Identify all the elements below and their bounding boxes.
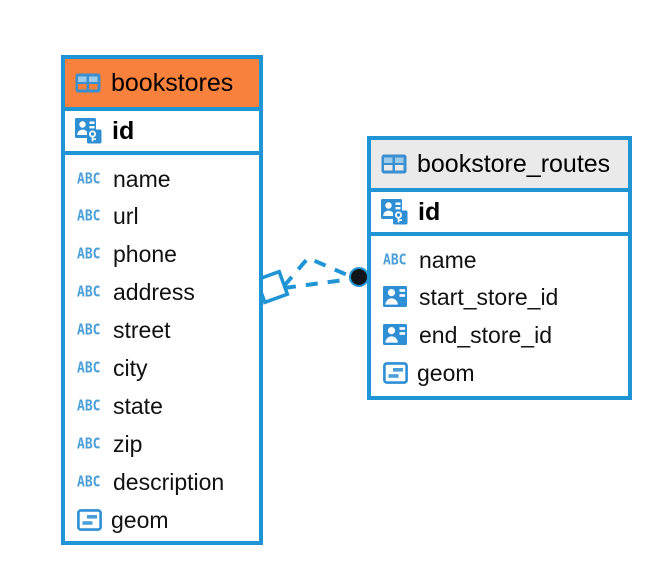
attribute-row-address[interactable]: ABC address bbox=[65, 273, 259, 311]
attribute-label-street: street bbox=[113, 316, 171, 343]
entity-title-bookstores: bookstores bbox=[111, 68, 234, 97]
abc-icon: ABC bbox=[77, 473, 101, 491]
attribute-row-name[interactable]: ABC name bbox=[371, 240, 628, 278]
attribute-label-city: city bbox=[113, 354, 148, 381]
abc-icon: ABC bbox=[77, 321, 101, 339]
filled-circle-marker bbox=[349, 267, 369, 287]
foreign-key-icon bbox=[383, 286, 407, 307]
attribute-list-bookstore-routes: ABC name start_store_id bbox=[371, 236, 628, 397]
attribute-label-geom: geom bbox=[111, 506, 169, 533]
abc-icon: ABC bbox=[77, 283, 101, 301]
abc-icon: ABC bbox=[77, 359, 101, 377]
table-icon bbox=[75, 73, 101, 93]
abc-icon: ABC bbox=[77, 170, 101, 188]
attribute-label-end-store-id: end_store_id bbox=[419, 321, 552, 348]
attribute-row-city[interactable]: ABC city bbox=[65, 349, 259, 387]
attribute-label-start-store-id: start_store_id bbox=[419, 283, 559, 310]
attribute-label-phone: phone bbox=[113, 240, 177, 267]
attribute-list-bookstores: ABC name ABC url ABC phone ABC address A… bbox=[65, 155, 259, 544]
abc-icon: ABC bbox=[77, 207, 101, 225]
attribute-label-description: description bbox=[113, 468, 225, 495]
entity-header-bookstore-routes[interactable]: bookstore_routes bbox=[371, 140, 628, 188]
attribute-row-id[interactable]: id bbox=[65, 107, 259, 155]
entity-bookstores[interactable]: bookstores id ABC name ABC bbox=[61, 55, 263, 545]
attribute-label-state: state bbox=[113, 392, 163, 419]
attribute-label-name: name bbox=[419, 246, 477, 273]
abc-icon: ABC bbox=[383, 251, 407, 269]
attribute-row-phone[interactable]: ABC phone bbox=[65, 235, 259, 273]
attribute-label-geom: geom bbox=[417, 359, 475, 386]
attribute-row-start-store-id[interactable]: start_store_id bbox=[371, 278, 628, 316]
entity-title-bookstore-routes: bookstore_routes bbox=[417, 149, 611, 178]
geometry-icon bbox=[77, 509, 102, 531]
relationship-branch-upper bbox=[282, 255, 353, 288]
attribute-row-geom[interactable]: geom bbox=[371, 354, 628, 392]
geometry-icon bbox=[383, 362, 408, 384]
attribute-row-name[interactable]: ABC name bbox=[65, 159, 259, 197]
attribute-row-id[interactable]: id bbox=[371, 188, 628, 236]
attribute-row-description[interactable]: ABC description bbox=[65, 463, 259, 501]
attribute-label-id: id bbox=[112, 116, 135, 145]
table-icon bbox=[381, 154, 407, 174]
primary-key-icon bbox=[381, 199, 408, 225]
entity-bookstore-routes[interactable]: bookstore_routes id ABC name bbox=[367, 136, 632, 400]
attribute-row-zip[interactable]: ABC zip bbox=[65, 425, 259, 463]
attribute-row-url[interactable]: ABC url bbox=[65, 197, 259, 235]
attribute-label-url: url bbox=[113, 202, 139, 229]
relationship-lines bbox=[282, 255, 353, 290]
primary-key-icon bbox=[75, 118, 102, 144]
relationship-branch-lower bbox=[283, 277, 353, 290]
attribute-label-id: id bbox=[418, 197, 441, 226]
abc-icon: ABC bbox=[77, 435, 101, 453]
foreign-key-icon bbox=[383, 324, 407, 345]
attribute-label-zip: zip bbox=[113, 430, 143, 457]
attribute-label-name: name bbox=[113, 165, 171, 192]
abc-icon: ABC bbox=[77, 397, 101, 415]
abc-icon: ABC bbox=[77, 245, 101, 263]
attribute-row-end-store-id[interactable]: end_store_id bbox=[371, 316, 628, 354]
attribute-row-street[interactable]: ABC street bbox=[65, 311, 259, 349]
attribute-row-state[interactable]: ABC state bbox=[65, 387, 259, 425]
attribute-label-address: address bbox=[113, 278, 195, 305]
attribute-row-geom[interactable]: geom bbox=[65, 501, 259, 539]
entity-header-bookstores[interactable]: bookstores bbox=[65, 59, 259, 107]
